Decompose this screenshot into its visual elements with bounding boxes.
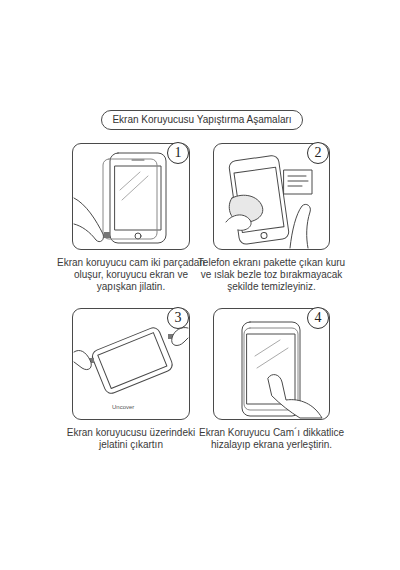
step-number: 1 [167, 142, 189, 164]
caption-area: Ekran Koruyucu Cam´ı dikkatlice hizalayı… [197, 427, 347, 451]
step-number: 2 [307, 142, 329, 164]
glare [120, 172, 140, 190]
phone-screen [115, 166, 161, 230]
hand [226, 215, 251, 230]
brand-label: Uncover [112, 404, 134, 411]
phone-screen [98, 333, 167, 389]
caption-area: Telefon ekranı pakette çıkan kuru ve ısl… [197, 257, 347, 293]
step-panel: Ekran koruyucu cam iki parçadan oluşur, … [72, 143, 190, 293]
callout-number: 1 [175, 145, 182, 161]
phone-body [110, 153, 166, 243]
title-box: Ekran Koruyucusu Yapıştırma Aşamaları [101, 110, 302, 130]
step-panel: Telefon ekranı pakette çıkan kuru ve ısl… [213, 143, 330, 293]
callout-number: 2 [315, 145, 322, 161]
screen-protector [244, 328, 298, 410]
step-number: 3 [167, 307, 189, 329]
hand [268, 375, 322, 418]
hand [290, 204, 310, 248]
caption-area: Ekran koruyucusu üzerindeki jelatini çık… [56, 427, 206, 451]
step-panel: Ekran koruyucusu üzerindeki jelatini çık… [72, 308, 190, 451]
step-caption: Telefon ekranı pakette çıkan kuru ve ısl… [197, 257, 347, 293]
packet [284, 170, 312, 194]
packet-text [288, 176, 306, 177]
step-panel: Ekran Koruyucu Cam´ı dikkatlice hizalayı… [213, 308, 330, 451]
title: Ekran Koruyucusu Yapıştırma Aşamaları [112, 114, 291, 125]
step-caption: Ekran Koruyucu Cam´ı dikkatlice hizalayı… [197, 427, 347, 451]
step-caption: Ekran koruyucusu üzerindeki jelatini çık… [56, 427, 206, 451]
glare [255, 340, 280, 356]
home-button [261, 232, 268, 239]
tab [104, 232, 110, 238]
packet-text [288, 181, 308, 182]
phone-body [228, 155, 289, 245]
finger [74, 198, 103, 242]
step-number: 4 [307, 307, 329, 329]
callout-number: 4 [315, 310, 322, 326]
glare [122, 176, 148, 200]
step-caption: Ekran koruyucu cam iki parçadan oluşur, … [56, 257, 206, 293]
hand [172, 327, 188, 345]
packet-text [288, 186, 302, 187]
phone-speaker [132, 160, 144, 161]
callout-number: 3 [175, 310, 182, 326]
glare [257, 348, 288, 368]
hand [74, 350, 91, 369]
phone-body [90, 326, 174, 396]
screen-protector [103, 159, 157, 239]
home-button [135, 233, 141, 239]
caption-area: Ekran koruyucu cam iki parçadan oluşur, … [56, 257, 206, 293]
